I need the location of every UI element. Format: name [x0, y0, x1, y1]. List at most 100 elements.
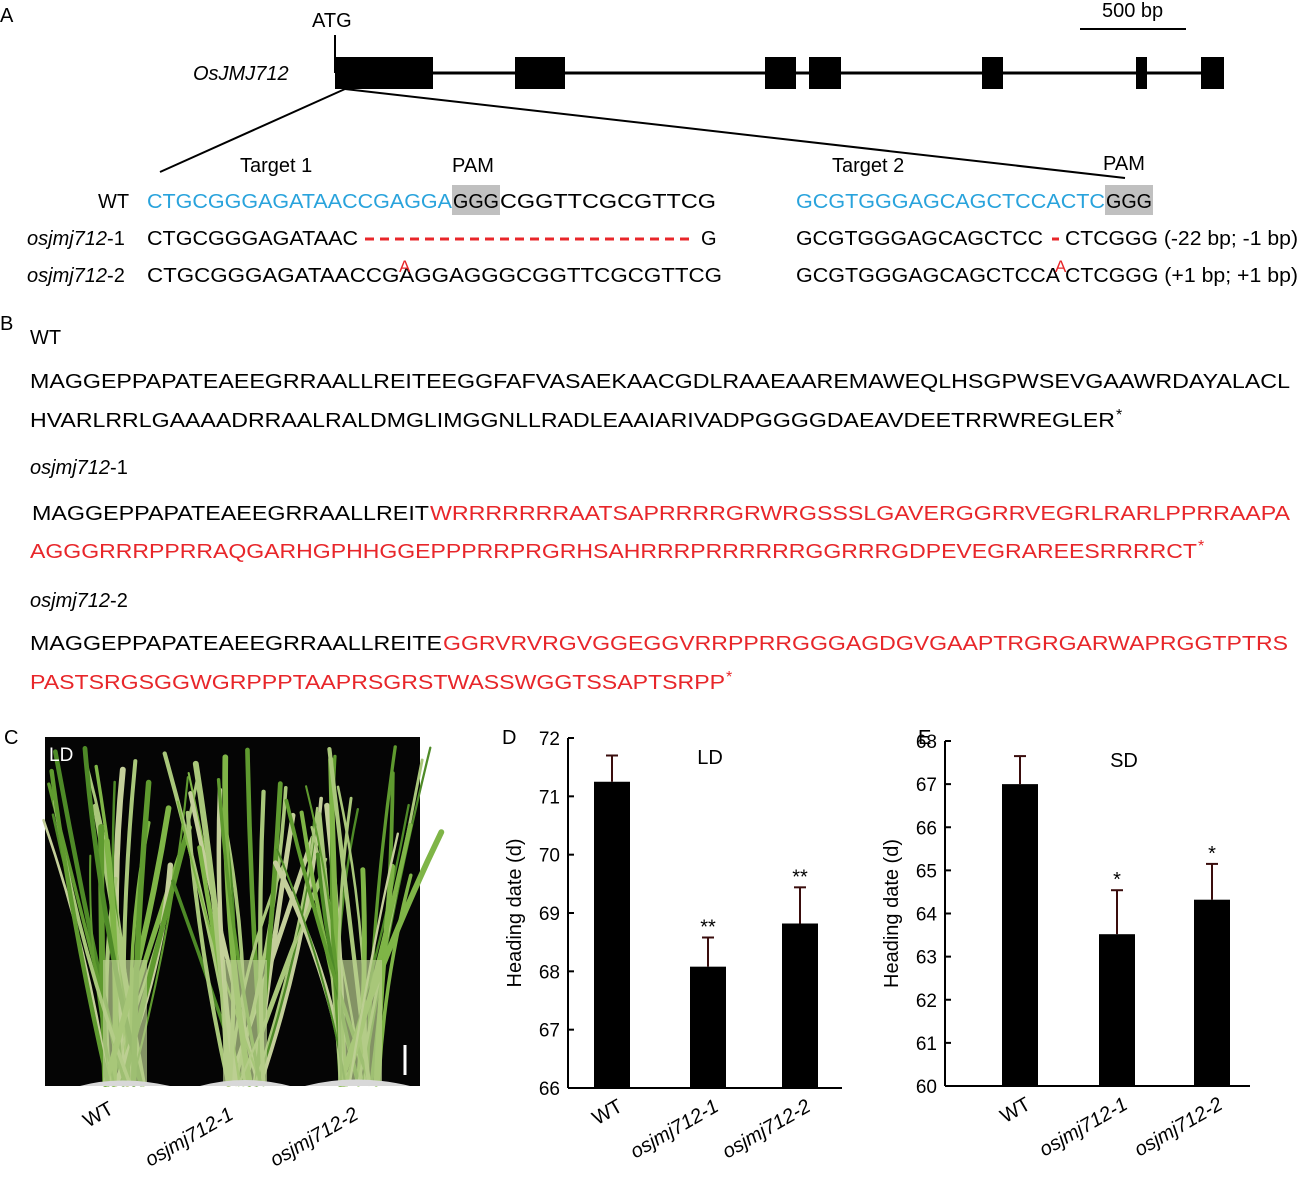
x-tick-label: WT: [589, 1095, 627, 1130]
y-tick-label: 65: [916, 861, 937, 882]
protein-sequences: WT MAGGEPPAPATEAEEGRRAALLREITEEGGFAFVASA…: [30, 327, 1291, 694]
t2-mut1-rest: CTCGGG (-22 bp; -1 bp): [1065, 228, 1298, 250]
wt-dna-label: WT: [98, 191, 129, 213]
t1-mut1-end: G: [701, 228, 717, 250]
photo-label-mut2: osjmj712-2: [267, 1103, 363, 1171]
exon: [809, 57, 841, 89]
scale-label: 500 bp: [1102, 0, 1163, 22]
mut1-protein-frameshift2: AGGGRRRPPRRAQGARHGPHHGGEPPPRRPRGRHSAHRRR…: [30, 541, 1197, 563]
y-tick-label: 68: [916, 732, 937, 753]
y-tick-label: 64: [916, 905, 938, 926]
chart-title: LD: [697, 747, 723, 769]
panel-label-a: A: [0, 5, 14, 27]
mut2-protein-wt-part: MAGGEPPAPATEAEEGRRAALLREITE: [30, 633, 442, 655]
photo-label-mut1: osjmj712-1: [142, 1103, 238, 1171]
y-tick-label: 60: [916, 1077, 937, 1098]
mut1-dna-label: osjmj712-1: [27, 228, 125, 250]
pam1-highlight: [452, 185, 500, 215]
mut2-protein-frameshift1: GGRVRVRGVGGEGGVRRPPRRGGGAGDGVGAAPTRGRGAR…: [443, 633, 1288, 655]
y-tick-label: 66: [916, 818, 937, 839]
wt-protein-label: WT: [30, 327, 61, 349]
y-tick-label: 72: [539, 729, 560, 750]
exon: [1201, 57, 1224, 89]
t2-mut2-seq: GCGTGGGAGCAGCTCCA: [796, 265, 1061, 287]
y-tick-label: 69: [539, 904, 560, 925]
t1-wt-pam: GGG: [453, 191, 499, 213]
gene-model: OsJMJ712 ATG 500 bp: [159, 0, 1224, 179]
gene-name: OsJMJ712: [193, 63, 289, 85]
insertion-a: A: [399, 257, 411, 276]
stem-base: [103, 960, 147, 1084]
stem-base: [338, 960, 382, 1084]
panel-label-d: D: [502, 727, 516, 749]
leaf: [49, 768, 111, 1087]
y-tick-label: 67: [539, 1021, 560, 1042]
significance-mark: **: [700, 917, 716, 939]
y-tick-label: 66: [539, 1079, 560, 1100]
y-tick-label: 71: [539, 787, 560, 808]
pam2-highlight: [1105, 185, 1153, 215]
t1-wt-rest: CGGTTCGCGTTCG: [500, 191, 716, 213]
mut2-protein-label: osjmj712-2: [30, 590, 128, 612]
t2-wt-target: GCGTGGGAGCAGCTCCACTC: [796, 191, 1105, 213]
target1-label: Target 1: [240, 155, 312, 177]
dna-alignment: Target 1 PAM Target 2 PAM WT CTGCGGGAGAT…: [27, 153, 1298, 287]
zoom-line: [159, 88, 346, 173]
y-tick-label: 62: [916, 991, 937, 1012]
bar: [1002, 784, 1038, 1086]
stem-base: [223, 960, 267, 1084]
photo-label-wt: WT: [80, 1098, 118, 1133]
x-tick-label: osjmj712-1: [627, 1095, 723, 1163]
mut1-protein-frameshift1: WRRRRRRRAATSAPRRRRGRWRGSSSLGAVERGGRRVEGR…: [430, 503, 1291, 525]
x-tick-label: osjmj712-2: [719, 1095, 815, 1163]
exon: [765, 57, 796, 89]
target2-label: Target 2: [832, 155, 904, 177]
t2-mut1-seq: GCGTGGGAGCAGCTCC: [796, 228, 1043, 250]
exon: [1136, 57, 1147, 89]
y-axis-label: Heading date (d): [881, 839, 903, 988]
mut2-dna-label: osjmj712-2: [27, 265, 125, 287]
y-tick-label: 63: [916, 948, 937, 969]
bar: [594, 781, 630, 1088]
y-tick-label: 61: [916, 1034, 937, 1055]
atg-label: ATG: [312, 10, 352, 32]
pam1-label: PAM: [452, 155, 494, 177]
panel-label-e: E: [918, 727, 931, 749]
t1-mut1-seq: CTGCGGGAGATAAC: [147, 228, 358, 250]
significance-mark: *: [1208, 843, 1216, 865]
panel-label-b: B: [0, 313, 13, 335]
mut2-protein-frameshift2: PASTSRGSGGWGRPPPTAAPRSGRSTWASSWGGTSSAPTS…: [30, 672, 725, 694]
exon: [335, 57, 433, 89]
stop-asterisk: *: [726, 669, 732, 686]
mut1-protein-label: osjmj712-1: [30, 457, 128, 479]
panel-label-c: C: [4, 727, 18, 749]
y-tick-label: 70: [539, 846, 560, 867]
exon: [515, 57, 565, 89]
bar: [690, 966, 726, 1088]
significance-mark: **: [792, 866, 808, 888]
pam2-label: PAM: [1103, 153, 1145, 175]
stop-asterisk: *: [1198, 538, 1204, 555]
bar: [1194, 899, 1230, 1086]
chart-title: SD: [1110, 750, 1138, 772]
plant-photo: LD WT osjmj712-1 osjmj712-2: [42, 737, 445, 1171]
mut1-protein-wt-part: MAGGEPPAPATEAEEGRRAALLREIT: [32, 503, 429, 525]
bar: [1099, 934, 1135, 1086]
bar: [782, 923, 818, 1088]
exon: [982, 57, 1003, 89]
rice-plants: [42, 745, 445, 1087]
stop-asterisk: *: [1116, 407, 1122, 424]
x-tick-label: WT: [997, 1093, 1035, 1128]
y-tick-label: 68: [539, 962, 560, 983]
y-axis-label: Heading date (d): [504, 839, 526, 988]
wt-protein-line2: HVARLRRLGAAAADRRAALRALDMGLIMGGNLLRADLEAA…: [30, 410, 1115, 432]
t1-mut2-seq: CTGCGGGAGATAACCGAGGAGGGCGGTTCGCGTTCG: [147, 265, 722, 287]
insertion-a: A: [1055, 257, 1067, 276]
wt-protein-line1: MAGGEPPAPATEAEEGRRAALLREITEEGGFAFVASAEKA…: [30, 371, 1290, 393]
x-tick-label: osjmj712-1: [1036, 1093, 1132, 1161]
t2-wt-pam: GGG: [1106, 191, 1152, 213]
photo-condition-label: LD: [49, 745, 73, 766]
pots: [80, 1079, 410, 1086]
